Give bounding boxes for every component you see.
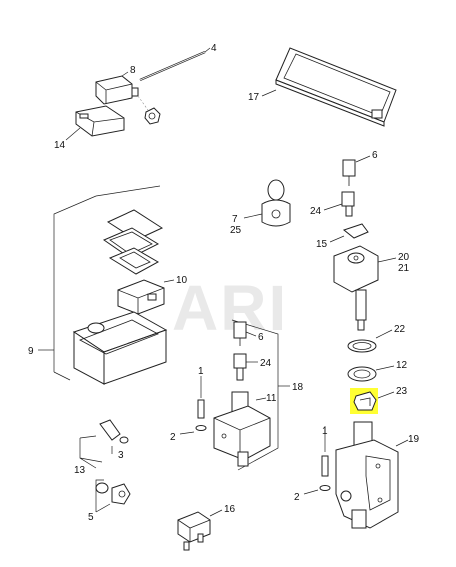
part-3-socket [99, 419, 129, 444]
part-6-key-top [342, 159, 356, 186]
callout-2-right[interactable]: 2 [294, 492, 300, 503]
part-6-key-lower [233, 321, 247, 346]
watermark: ARI [172, 272, 288, 344]
part-10-box [117, 279, 165, 315]
callout-10[interactable]: 10 [176, 275, 188, 286]
part-5-fitting [95, 482, 131, 505]
part-9-cover-stack [102, 209, 164, 275]
callout-16[interactable]: 16 [224, 504, 236, 515]
callout-19[interactable]: 19 [408, 434, 420, 445]
callout-5[interactable]: 5 [88, 512, 94, 523]
part-9-tray [72, 311, 168, 385]
part-20-switch-head [333, 245, 379, 331]
callout-18[interactable]: 18 [292, 382, 304, 393]
part-15-clip [342, 223, 369, 239]
part-14-housing [75, 105, 125, 137]
callout-14[interactable]: 14 [54, 140, 66, 151]
callout-23[interactable]: 23 [396, 386, 408, 397]
part-8-connector [95, 75, 139, 105]
part-11-ignition-switch [213, 391, 271, 467]
part-12-nut [347, 366, 377, 382]
callout-8[interactable]: 8 [130, 65, 136, 76]
bracket-18 [231, 319, 279, 471]
small-nut [144, 107, 161, 125]
callout-22[interactable]: 22 [394, 324, 406, 335]
callout-1-left[interactable]: 1 [198, 366, 204, 377]
part-22-ring [347, 339, 377, 353]
part-4-rod [139, 50, 206, 82]
part-23-cam [353, 391, 377, 411]
callout-9[interactable]: 9 [28, 346, 34, 357]
callout-20[interactable]: 20 [398, 252, 410, 263]
callout-6-top[interactable]: 6 [372, 150, 378, 161]
callout-24-top[interactable]: 24 [310, 206, 322, 217]
part-19-switch-body [335, 421, 399, 529]
callout-17[interactable]: 17 [248, 92, 260, 103]
callout-21[interactable]: 21 [398, 263, 410, 274]
bracket-5 [95, 479, 104, 512]
part-7-key-fob [261, 179, 291, 227]
part-24-key-lower [233, 353, 247, 381]
callout-24-lower[interactable]: 24 [260, 358, 272, 369]
part-1-screw-right [319, 455, 331, 491]
bracket-9 [53, 185, 161, 381]
callout-2-left[interactable]: 2 [170, 432, 176, 443]
part-17-module [275, 47, 397, 127]
part-24-key-top [341, 191, 355, 217]
callout-15[interactable]: 15 [316, 239, 328, 250]
callout-4[interactable]: 4 [211, 43, 217, 54]
callout-11[interactable]: 11 [266, 393, 277, 404]
callout-6-lower[interactable]: 6 [258, 332, 264, 343]
callout-1-right[interactable]: 1 [322, 426, 328, 437]
callout-25[interactable]: 25 [230, 225, 242, 236]
part-1-screw-left [195, 399, 207, 431]
part-16-connector [177, 511, 211, 551]
callout-7[interactable]: 7 [232, 214, 238, 225]
callout-12[interactable]: 12 [396, 360, 408, 371]
callout-3[interactable]: 3 [118, 450, 124, 461]
bracket-13 [79, 435, 103, 469]
callout-13[interactable]: 13 [74, 465, 86, 476]
